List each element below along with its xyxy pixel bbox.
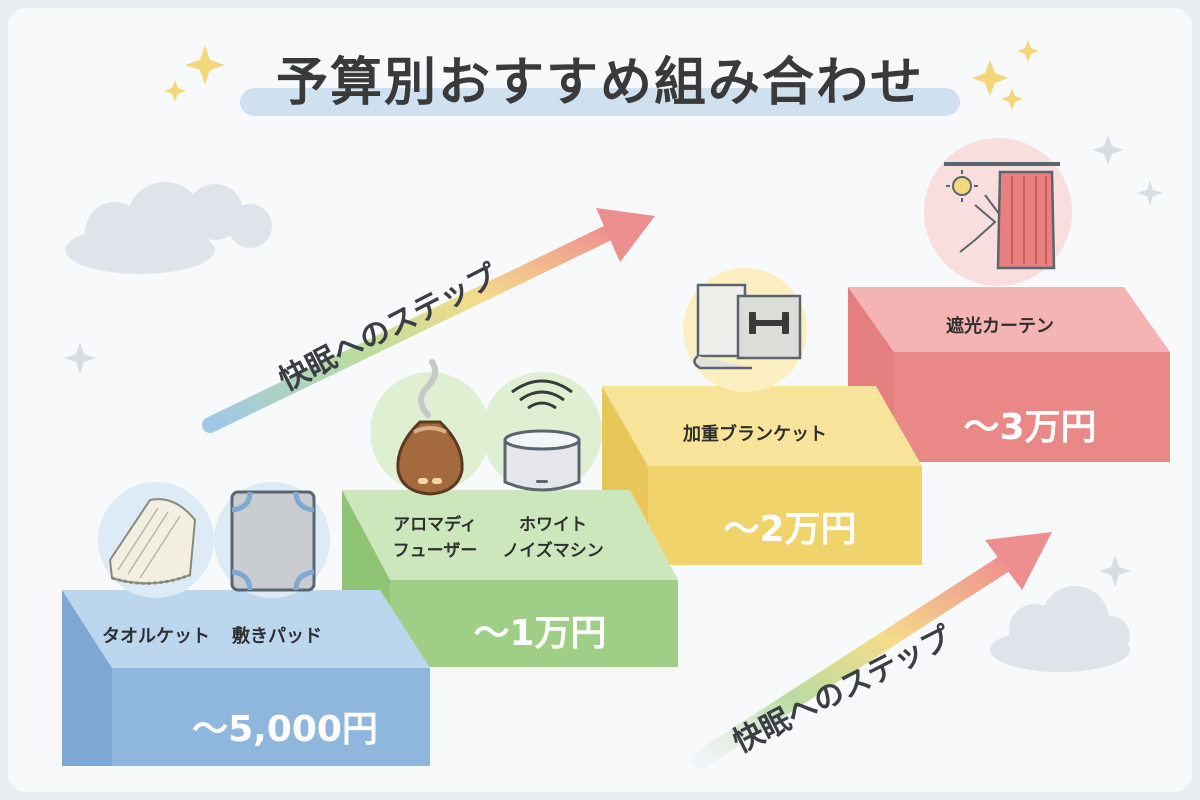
step-block-3	[602, 386, 922, 565]
page-title: 予算別おすすめ組み合わせ	[275, 53, 924, 113]
item-label-aroma-diffuser: アロマディ フューザー	[392, 515, 478, 561]
weighted-blanket-icon	[683, 268, 807, 392]
towel-blanket-icon	[98, 482, 214, 598]
price-label-step-3: 〜2万円	[723, 509, 857, 550]
item-label-mattress-pad: 敷きパッド	[232, 626, 322, 647]
price-label-step-1: 〜5,000円	[192, 709, 378, 750]
price-label-step-2: 〜1万円	[473, 613, 607, 654]
aroma-diffuser-icon	[370, 359, 490, 496]
step-arrow-lower	[691, 532, 1052, 769]
step-arrow-upper	[202, 208, 655, 433]
cloud-icon	[65, 182, 1130, 672]
item-label-blackout-curtain: 遮光カーテン	[946, 316, 1054, 337]
item-label-white-noise-machine: ホワイト ノイズマシン	[502, 515, 604, 561]
blackout-curtain-icon	[924, 138, 1072, 286]
white-noise-machine-icon	[482, 372, 602, 492]
step-block-1	[62, 590, 430, 766]
item-label-towel-blanket: タオルケット	[102, 626, 210, 647]
price-label-step-4: 〜3万円	[963, 407, 1097, 448]
mattress-pad-icon	[214, 482, 330, 598]
item-label-weighted-blanket: 加重ブランケット	[683, 424, 827, 445]
title-highlight	[240, 88, 960, 116]
sparkle-icon	[164, 40, 1039, 110]
step-block-2	[342, 490, 678, 667]
star-icon	[64, 135, 1163, 587]
